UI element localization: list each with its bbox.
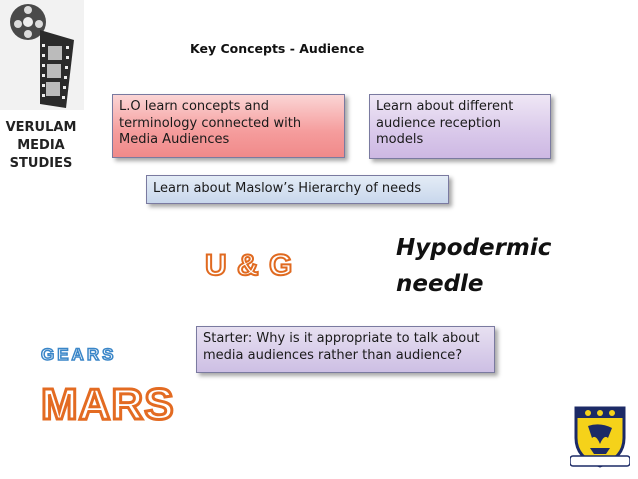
ug-wordart: U & G [204,248,294,283]
logo-line: STUDIES [9,156,73,171]
verulam-logo-label: VERULAM MEDIA STUDIES [2,119,80,173]
hypodermic-line: needle [396,271,484,297]
reception-models-box: Learn about different audience reception… [369,94,551,159]
hypodermic-needle-heading: Hypodermic needle [396,230,551,302]
starter-question-box: Starter: Why is it appropriate to talk a… [196,326,495,373]
logo-line: MEDIA [17,138,65,153]
hypodermic-line: Hypodermic [396,235,552,261]
logo-line: VERULAM [5,120,77,135]
film-reel-icon [0,0,84,110]
maslow-box: Learn about Maslow’s Hierarchy of needs [146,175,449,204]
page-title: Key Concepts - Audience [190,41,365,56]
school-crest-icon [569,404,631,470]
gears-wordart: GEARS [40,344,117,365]
learning-objective-box: L.O learn concepts and terminology conne… [112,94,345,158]
mars-wordart: MARS [40,379,176,431]
